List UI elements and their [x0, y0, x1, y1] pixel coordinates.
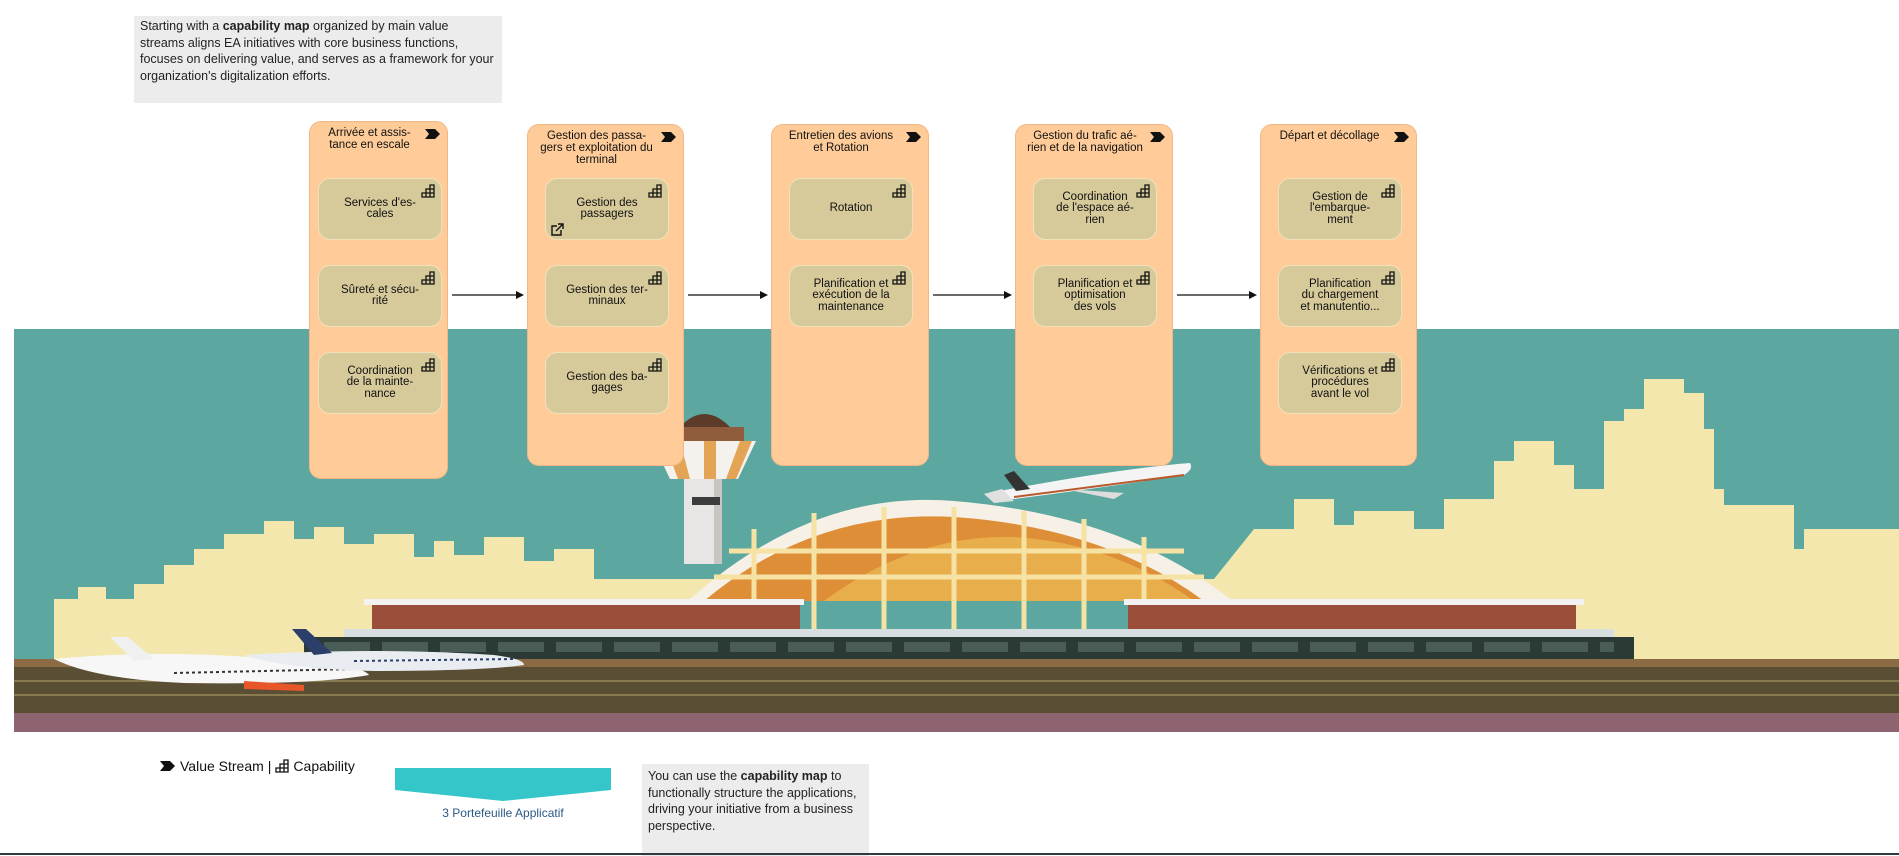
value-stream-trafic-aerien[interactable]: Gestion du trafic aé- rien et de la navi… — [1015, 124, 1173, 466]
stair-grid-icon — [421, 184, 435, 198]
usage-note-bold: capability map — [740, 769, 828, 783]
flow-arrow — [1177, 291, 1257, 299]
capability-label: Services d'es- cales — [344, 196, 416, 220]
chevron-arrow-icon — [1394, 132, 1409, 142]
flow-arrow — [688, 291, 768, 299]
value-stream-title: Gestion des passa- gers et exploitation … — [540, 130, 653, 166]
capability-planification-maintenance[interactable]: Planification et exécution de la mainten… — [789, 265, 913, 327]
chevron-arrow-icon — [160, 761, 175, 771]
chevron-arrow-icon — [906, 132, 921, 142]
chevron-arrow-icon — [425, 129, 440, 139]
intro-note-suffix: organized by main value streams aligns E… — [140, 19, 494, 83]
capability-gestion-bagages[interactable]: Gestion des ba- gages — [545, 352, 669, 414]
capability-label: Gestion des ba- gages — [566, 370, 648, 394]
value-stream-title: Arrivée et assis- tance en escale — [328, 127, 411, 151]
capability-label: Coordination de la mainte- nance — [346, 364, 414, 400]
value-stream-title: Entretien des avions et Rotation — [788, 130, 894, 154]
value-stream-title: Départ et décollage — [1279, 130, 1380, 142]
usage-note: You can use the capability map to functi… — [642, 764, 869, 856]
intro-note-bold: capability map — [222, 19, 310, 33]
capability-gestion-embarquement[interactable]: Gestion de l'embarque- ment — [1278, 178, 1402, 240]
capability-rotation[interactable]: Rotation — [789, 178, 913, 240]
capability-planification-chargement[interactable]: Planification du chargement et manutenti… — [1278, 265, 1402, 327]
portfolio-label[interactable]: 3 Portefeuille Applicatif — [442, 806, 564, 820]
stair-grid-icon — [892, 271, 906, 285]
ground-strip — [14, 713, 1899, 732]
portfolio-banner[interactable] — [395, 768, 611, 801]
capability-gestion-passagers[interactable]: Gestion des passagers — [545, 178, 669, 240]
capability-label: Gestion de l'embarque- ment — [1309, 190, 1371, 226]
legend-capability-label: Capability — [293, 758, 355, 774]
flow-arrow — [933, 291, 1012, 299]
usage-note-prefix: You can use the — [648, 769, 741, 783]
stair-grid-icon — [892, 184, 906, 198]
capability-label: Vérifications et procédures avant le vol — [1302, 364, 1378, 400]
stair-grid-icon — [1381, 358, 1395, 372]
capability-label: Coordination de l'espace aé- rien — [1056, 190, 1134, 226]
stair-grid-icon — [648, 271, 662, 285]
capability-label: Rotation — [829, 202, 873, 215]
capability-coordination-espace-aerien[interactable]: Coordination de l'espace aé- rien — [1033, 178, 1157, 240]
capability-label: Gestion des ter- minaux — [566, 283, 648, 307]
chevron-arrow-icon — [1150, 132, 1165, 142]
airplane-takeoff — [984, 463, 1192, 503]
value-stream-passagers-terminal[interactable]: Gestion des passa- gers et exploitation … — [527, 124, 684, 466]
legend-value-stream-label: Value Stream — [180, 758, 264, 774]
capability-verifications-procedures[interactable]: Vérifications et procédures avant le vol — [1278, 352, 1402, 414]
capability-planification-vols[interactable]: Planification et optimisation des vols — [1033, 265, 1157, 327]
stair-grid-icon — [1381, 184, 1395, 198]
stair-grid-icon — [1381, 271, 1395, 285]
value-stream-entretien-rotation[interactable]: Entretien des avions et Rotation Rotatio… — [771, 124, 929, 466]
flow-arrow — [452, 291, 524, 299]
stair-grid-icon — [1136, 184, 1150, 198]
value-stream-arrivee[interactable]: Arrivée et assis- tance en escale Servic… — [309, 121, 448, 479]
capability-label: Planification et exécution de la mainten… — [812, 277, 890, 313]
airplane-ground-right — [244, 629, 524, 671]
stair-grid-icon — [275, 759, 290, 773]
capability-label: Planification et optimisation des vols — [1057, 277, 1133, 313]
capability-coordination-maintenance[interactable]: Coordination de la mainte- nance — [318, 352, 442, 414]
capability-surete-securite[interactable]: Sûreté et sécu- rité — [318, 265, 442, 327]
capability-gestion-terminaux[interactable]: Gestion des ter- minaux — [545, 265, 669, 327]
value-stream-depart-decollage[interactable]: Départ et décollage Gestion de l'embarqu… — [1260, 124, 1417, 466]
chevron-arrow-icon — [661, 132, 676, 142]
bottom-divider — [0, 853, 1899, 855]
terminal-wings — [304, 599, 1634, 663]
stair-grid-icon — [648, 358, 662, 372]
capability-services-escales[interactable]: Services d'es- cales — [318, 178, 442, 240]
value-stream-title: Gestion du trafic aé- rien et de la navi… — [1027, 130, 1143, 154]
capability-label: Sûreté et sécu- rité — [341, 283, 419, 307]
stair-grid-icon — [1136, 271, 1150, 285]
legend-separator: | — [267, 758, 272, 774]
legend: Value Stream | Capability — [160, 758, 355, 774]
intro-note-prefix: Starting with a — [140, 19, 223, 33]
runway-top — [14, 659, 1899, 667]
usage-note-suffix: to functionally structure the applicatio… — [648, 769, 857, 833]
airport-illustration — [14, 329, 1899, 732]
stair-grid-icon — [421, 271, 435, 285]
external-link-icon[interactable] — [550, 223, 564, 237]
stair-grid-icon — [421, 358, 435, 372]
terminal-dome — [690, 499, 1230, 639]
capability-label: Planification du chargement et manutenti… — [1300, 277, 1380, 313]
control-tower — [652, 414, 756, 564]
stair-grid-icon — [648, 184, 662, 198]
capability-label: Gestion des passagers — [576, 196, 638, 220]
intro-note: Starting with a capability map organized… — [134, 16, 502, 103]
